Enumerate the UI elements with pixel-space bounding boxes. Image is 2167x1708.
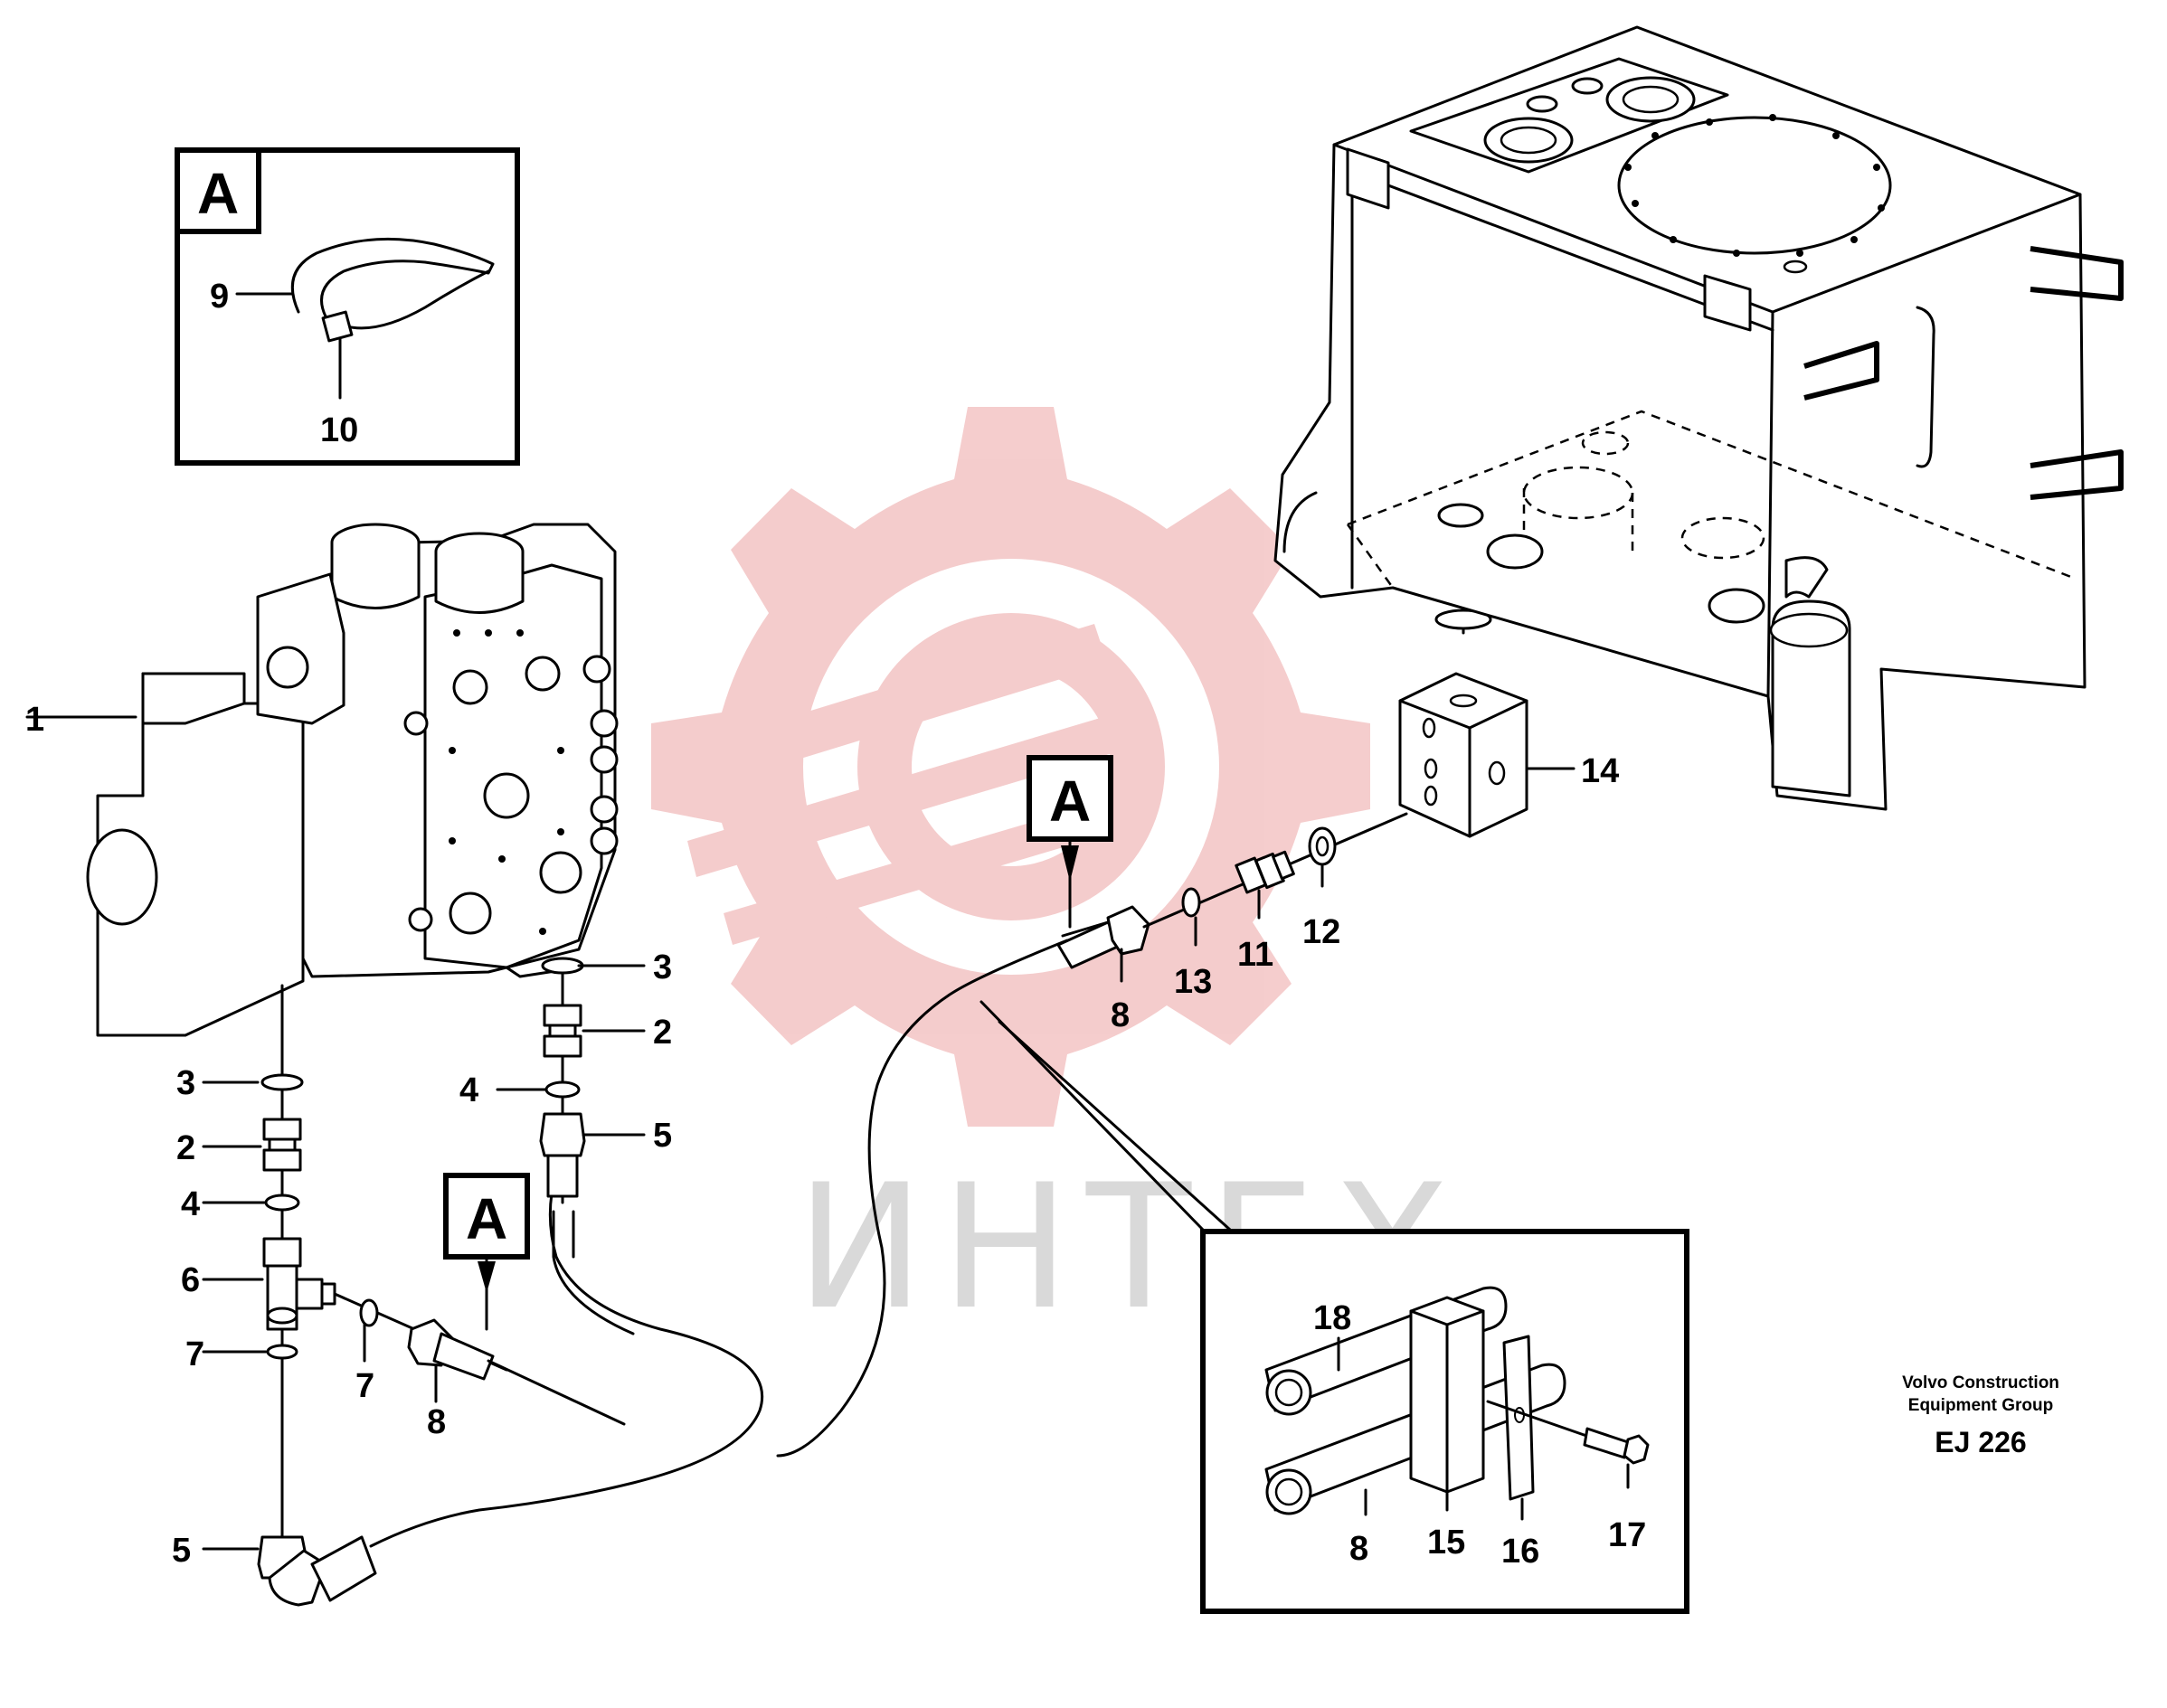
callout-7-branch: 7 (355, 1367, 374, 1405)
hose-upper (776, 939, 1069, 1458)
hose-bottom (369, 1192, 764, 1548)
elbow-fitting (257, 1535, 377, 1607)
title-block: Volvo Construction Equipment Group EJ 22… (1902, 1373, 2059, 1458)
oring-branch (359, 1298, 379, 1327)
company-line-2: Equipment Group (1908, 1396, 2053, 1415)
clamp-detail-inset (979, 1000, 1689, 1614)
callout-17: 17 (1608, 1516, 1646, 1554)
callout-8-detail: 8 (1349, 1530, 1368, 1568)
flange-block (256, 572, 345, 725)
oring-block-top (1434, 609, 1492, 630)
callout-16: 16 (1501, 1533, 1539, 1571)
callout-3-left: 3 (176, 1064, 195, 1102)
detail-a-badge-label: A (197, 161, 239, 226)
upper-hose-run (776, 812, 1408, 1458)
section-badge-a-lower: A (443, 1173, 530, 1331)
adapter-11 (1235, 850, 1295, 894)
callout-13: 13 (1174, 963, 1212, 1001)
callout-5-right: 5 (653, 1117, 672, 1155)
callout-14: 14 (1581, 752, 1619, 790)
seal-left (260, 1073, 304, 1091)
left-fitting-stack (257, 984, 764, 1607)
wrench-stripe-2 (687, 714, 1121, 877)
company-line-1: Volvo Construction (1902, 1373, 2059, 1392)
callout-8-branch: 8 (427, 1403, 446, 1441)
hydraulic-tank (1273, 25, 2124, 811)
callout-9: 9 (210, 278, 229, 316)
bolt-17 (1486, 1400, 1650, 1465)
oring-left-a (264, 1194, 300, 1212)
callout-11: 11 (1237, 936, 1273, 974)
callout-4-right: 4 (459, 1071, 478, 1109)
wrench-stripe-1 (651, 624, 1108, 800)
hose-end-right (539, 1112, 586, 1198)
svg-text:A: A (466, 1186, 507, 1251)
oring-left-b (266, 1344, 298, 1360)
side-box (96, 672, 305, 1037)
seal-right (541, 957, 584, 975)
drawing-number: EJ 226 (1935, 1426, 2026, 1458)
svg-text:A: A (1049, 769, 1091, 834)
callout-18: 18 (1313, 1299, 1351, 1337)
callout-7-left: 7 (185, 1335, 204, 1373)
clamp-block (1409, 1296, 1485, 1494)
side-plug (86, 828, 158, 926)
section-badge-a-upper: A (1027, 755, 1113, 929)
control-valve (86, 523, 619, 1037)
nipple-right (543, 1004, 582, 1058)
right-fitting-stack (539, 957, 635, 1335)
tank-bolts (1624, 114, 1885, 257)
callout-10: 10 (320, 411, 358, 449)
callout-5-bottom: 5 (172, 1532, 191, 1570)
callout-3-right: 3 (653, 948, 672, 986)
callout-2-left: 2 (176, 1129, 195, 1167)
callout-1: 1 (25, 701, 44, 739)
clamp-plate (1502, 1335, 1535, 1501)
block-14 (1398, 541, 1528, 838)
detail-a-badge (175, 147, 261, 234)
callout-6: 6 (181, 1261, 200, 1299)
callout-8-upper: 8 (1111, 996, 1130, 1034)
tee-fitting (262, 1237, 336, 1331)
gear-wrench-logo (651, 407, 1370, 1127)
detail-a-inset: A 9 10 (175, 147, 520, 466)
callout-12: 12 (1302, 913, 1340, 951)
callout-15: 15 (1427, 1524, 1465, 1562)
nipple-left (262, 1118, 302, 1172)
oring-13 (1181, 887, 1201, 918)
hose-end-upper (1056, 905, 1150, 969)
bottom-flange (1486, 533, 1829, 624)
callout-4-left: 4 (181, 1185, 200, 1223)
hose-end-branch (407, 1318, 495, 1381)
callout-2-right: 2 (653, 1014, 672, 1052)
oring-right (544, 1080, 581, 1099)
